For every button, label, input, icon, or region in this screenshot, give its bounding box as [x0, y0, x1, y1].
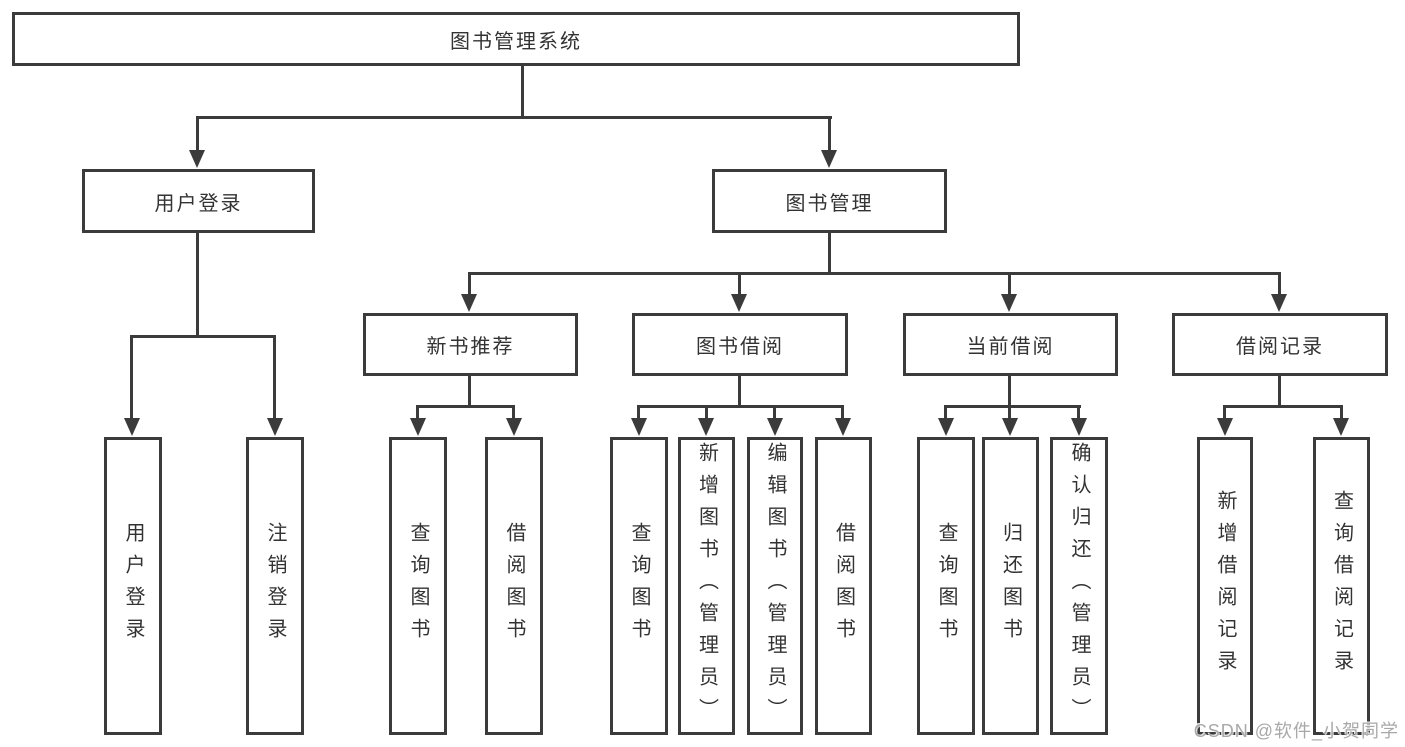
leaf-label: 借阅图书	[832, 522, 855, 650]
connector-line	[637, 405, 844, 408]
connector-line	[944, 405, 947, 422]
arrow-down-icon	[1217, 418, 1233, 436]
node-label: 当前借阅	[966, 336, 1055, 358]
arrow-down-icon	[461, 294, 477, 312]
leaf-edit-books-admin: 编辑图书（管理员）	[747, 437, 803, 735]
arrow-down-icon	[124, 418, 140, 436]
connector-line	[1008, 376, 1011, 408]
arrow-down-icon	[821, 150, 837, 168]
connector-line	[468, 376, 471, 408]
arrow-down-icon	[835, 418, 851, 436]
connector-line	[1077, 405, 1080, 422]
arrow-down-icon	[1002, 418, 1018, 436]
leaf-query-books-current: 查询图书	[917, 437, 975, 735]
connector-line	[273, 335, 276, 422]
node-book-borrowing: 图书借阅	[632, 313, 848, 376]
connector-line	[1008, 405, 1011, 422]
connector-line	[637, 405, 640, 422]
arrow-down-icon	[1001, 294, 1017, 312]
leaf-label: 新增借阅记录	[1214, 490, 1236, 682]
arrow-down-icon	[1271, 294, 1287, 312]
arrow-down-icon	[767, 418, 783, 436]
arrow-down-icon	[1071, 418, 1087, 436]
arrow-down-icon	[1333, 418, 1349, 436]
connector-line	[705, 405, 708, 422]
node-label: 图书管理	[785, 192, 874, 215]
connector-line	[1008, 272, 1011, 298]
leaf-borrow-books-recommend: 借阅图书	[485, 437, 543, 735]
arrow-down-icon	[410, 418, 426, 436]
leaf-user-login: 用户登录	[104, 437, 162, 735]
leaf-label: 借阅图书	[503, 522, 525, 650]
leaf-add-books-admin: 新增图书（管理员）	[678, 437, 735, 735]
arrow-down-icon	[731, 294, 747, 312]
arrow-down-icon	[698, 418, 714, 436]
leaf-label: 用户登录	[122, 522, 144, 650]
connector-line	[196, 116, 199, 154]
connector-line	[130, 335, 133, 422]
connector-line	[468, 272, 471, 298]
connector-line	[196, 116, 832, 119]
leaf-label: 查询图书	[935, 522, 957, 650]
leaf-label: 注销登录	[264, 522, 286, 650]
leaf-label: 归还图书	[999, 522, 1022, 650]
leaf-label: 查询借阅记录	[1330, 490, 1353, 682]
connector-line	[738, 376, 741, 408]
connector-line	[738, 272, 741, 298]
leaf-query-books-borrowing: 查询图书	[610, 437, 668, 735]
arrow-down-icon	[631, 418, 647, 436]
leaf-return-books: 归还图书	[982, 437, 1039, 735]
connector-line	[130, 335, 276, 338]
node-label: 图书管理系统	[450, 30, 582, 53]
arrow-down-icon	[506, 418, 522, 436]
leaf-logout: 注销登录	[246, 437, 304, 735]
connector-line	[1278, 376, 1281, 408]
connector-line	[944, 405, 1081, 408]
leaf-add-borrow-record: 新增借阅记录	[1197, 437, 1253, 735]
leaf-label: 查询图书	[628, 522, 650, 650]
arrow-down-icon	[189, 150, 205, 168]
connector-line	[1223, 405, 1343, 408]
connector-line	[773, 405, 776, 422]
leaf-label: 新增图书（管理员）	[695, 442, 718, 730]
leaf-label: 编辑图书（管理员）	[764, 442, 786, 730]
connector-line	[521, 66, 524, 117]
node-label: 新书推荐	[426, 336, 515, 358]
node-user-login: 用户登录	[82, 169, 315, 233]
node-label: 借阅记录	[1236, 336, 1324, 358]
node-label: 图书借阅	[696, 336, 784, 358]
connector-line	[828, 233, 831, 275]
connector-line	[1278, 272, 1281, 298]
connector-line	[416, 405, 419, 422]
node-book-management: 图书管理	[712, 169, 947, 233]
connector-line	[468, 272, 1281, 275]
leaf-query-borrow-record: 查询借阅记录	[1313, 437, 1370, 735]
leaf-label: 确认归还（管理员）	[1068, 442, 1090, 730]
leaf-confirm-return-admin: 确认归还（管理员）	[1050, 437, 1108, 735]
connector-line	[828, 116, 831, 154]
node-library-management-system: 图书管理系统	[12, 12, 1020, 66]
arrow-down-icon	[938, 418, 954, 436]
connector-line	[1340, 405, 1343, 422]
connector-line	[512, 405, 515, 422]
connector-line	[416, 405, 515, 408]
node-current-borrowing: 当前借阅	[903, 313, 1118, 376]
connector-line	[841, 405, 844, 422]
connector-line	[196, 233, 199, 338]
node-label: 用户登录	[154, 192, 243, 215]
connector-line	[1223, 405, 1226, 422]
leaf-borrow-books: 借阅图书	[815, 437, 872, 735]
node-borrowing-records: 借阅记录	[1172, 313, 1388, 376]
leaf-label: 查询图书	[407, 522, 429, 650]
leaf-query-books-recommend: 查询图书	[389, 437, 447, 735]
node-new-book-recommendation: 新书推荐	[363, 313, 578, 376]
arrow-down-icon	[267, 418, 283, 436]
